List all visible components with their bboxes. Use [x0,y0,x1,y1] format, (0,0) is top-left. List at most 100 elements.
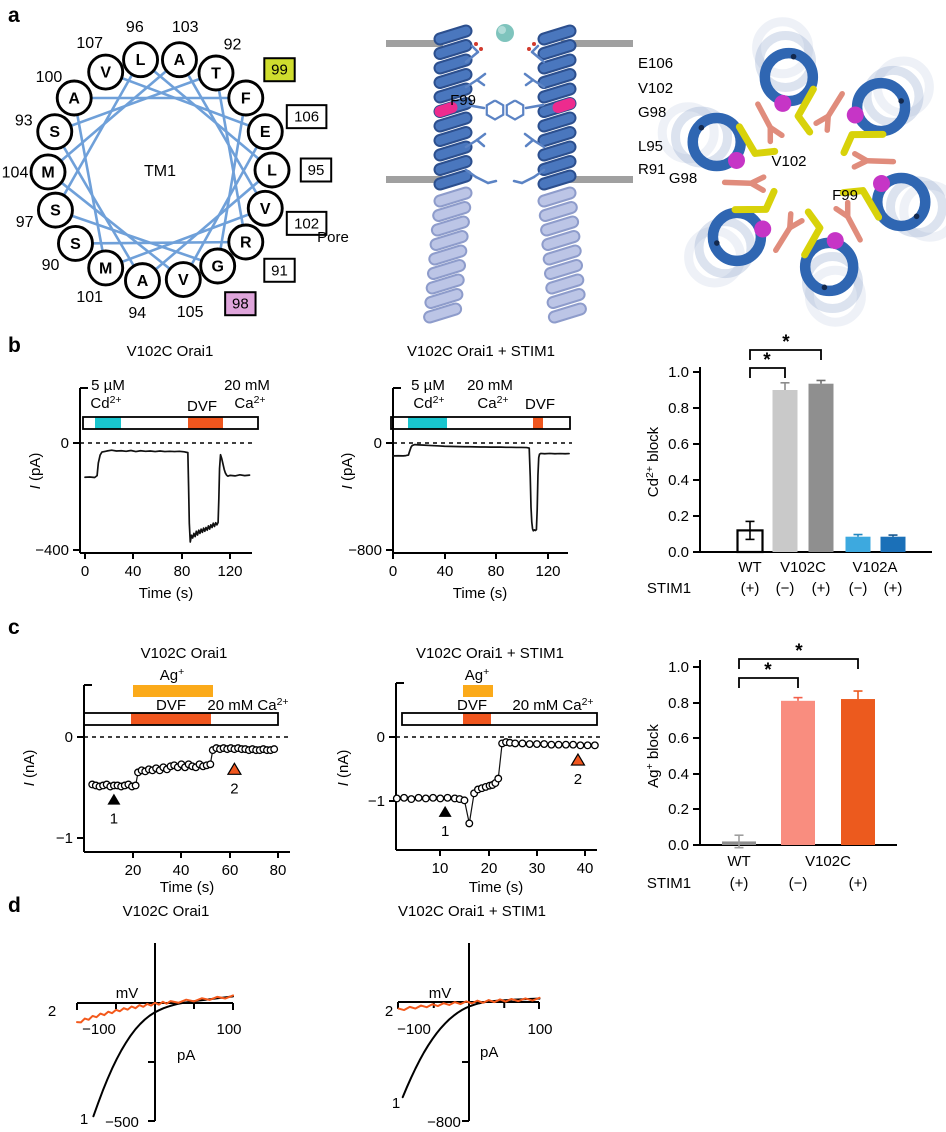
svg-text:I (nA): I (nA) [21,750,38,787]
svg-text:−500: −500 [105,1114,139,1131]
svg-text:*: * [764,660,772,681]
svg-text:20: 20 [481,860,498,877]
svg-text:0.8: 0.8 [668,695,689,712]
svg-text:mV: mV [429,985,452,1002]
svg-text:V: V [178,272,189,289]
svg-text:Ag+: Ag+ [160,666,185,684]
svg-text:L: L [136,52,146,69]
svg-text:mV: mV [116,985,139,1002]
svg-text:T: T [211,66,221,83]
svg-text:100: 100 [527,1021,552,1038]
svg-text:pA: pA [177,1047,195,1064]
svg-text:STIM1: STIM1 [647,875,691,892]
svg-text:R: R [240,234,252,251]
svg-text:pA: pA [480,1044,498,1061]
svg-text:102: 102 [294,215,319,232]
svg-text:97: 97 [16,214,34,231]
svg-text:WT: WT [727,853,750,870]
svg-text:2: 2 [385,1003,393,1020]
svg-text:E106: E106 [638,55,673,72]
svg-text:WT: WT [738,559,761,576]
svg-text:96: 96 [126,19,144,36]
svg-text:*: * [795,641,803,662]
svg-text:Cd2+: Cd2+ [90,394,121,412]
svg-text:0.6: 0.6 [668,436,689,453]
svg-text:A: A [137,273,149,290]
svg-text:Ag+ block: Ag+ block [644,724,662,788]
svg-text:0.2: 0.2 [668,508,689,525]
svg-text:98: 98 [232,296,249,313]
svg-text:101: 101 [76,289,103,306]
svg-text:*: * [782,332,790,353]
svg-text:107: 107 [76,35,103,52]
svg-text:G: G [211,259,223,276]
svg-text:(+): (+) [884,580,903,597]
svg-text:(−): (−) [776,580,795,597]
svg-text:DVF: DVF [156,697,186,714]
panel-b-label: b [8,334,21,357]
svg-text:L95: L95 [638,138,663,155]
svg-text:Time (s): Time (s) [139,585,193,602]
panel-d-label: d [8,894,21,917]
svg-text:Ca2+: Ca2+ [477,394,508,412]
svg-text:1.0: 1.0 [668,364,689,381]
svg-text:V102C Orai1 + STIM1: V102C Orai1 + STIM1 [398,903,546,920]
svg-text:120: 120 [535,563,560,580]
svg-text:M: M [41,164,54,181]
svg-text:0.8: 0.8 [668,400,689,417]
svg-text:Cd2+: Cd2+ [413,394,444,412]
svg-text:95: 95 [308,162,325,179]
svg-text:0.6: 0.6 [668,730,689,747]
svg-text:2: 2 [574,771,582,788]
svg-text:40: 40 [437,563,454,580]
svg-text:94: 94 [128,305,146,322]
svg-text:92: 92 [224,36,242,53]
svg-text:2: 2 [48,1003,56,1020]
svg-text:30: 30 [529,860,546,877]
svg-text:80: 80 [270,862,287,879]
svg-text:103: 103 [172,19,199,36]
svg-text:20 mM Ca2+: 20 mM Ca2+ [512,696,593,714]
svg-text:80: 80 [488,563,505,580]
svg-text:2: 2 [230,780,238,797]
svg-text:V102C Orai1: V102C Orai1 [123,903,210,920]
panel-a-label: a [8,4,20,27]
svg-text:Time (s): Time (s) [453,585,507,602]
svg-text:−100: −100 [82,1021,116,1038]
svg-text:Ag+: Ag+ [465,666,490,684]
svg-text:40: 40 [125,563,142,580]
svg-text:V102A: V102A [852,559,897,576]
svg-text:I (pA): I (pA) [27,453,44,490]
svg-text:1: 1 [110,811,118,828]
svg-text:V102: V102 [638,80,673,97]
svg-text:M: M [99,260,112,277]
svg-text:I (nA): I (nA) [335,750,352,787]
svg-text:−800: −800 [348,542,382,559]
svg-text:0.4: 0.4 [668,472,689,489]
svg-text:91: 91 [271,262,288,279]
svg-text:99: 99 [271,62,288,79]
svg-text:0: 0 [81,563,89,580]
svg-text:(−): (−) [789,875,808,892]
svg-text:5 µM: 5 µM [411,377,445,394]
svg-text:20 mM: 20 mM [224,377,270,394]
svg-text:Time (s): Time (s) [469,879,523,896]
svg-text:0.0: 0.0 [668,544,689,561]
svg-text:60: 60 [222,862,239,879]
svg-text:L: L [267,163,277,180]
svg-text:V102C Orai1 + STIM1: V102C Orai1 + STIM1 [407,343,555,360]
svg-text:V: V [260,201,271,218]
svg-text:(+): (+) [849,875,868,892]
svg-text:Time (s): Time (s) [160,879,214,896]
svg-text:STIM1: STIM1 [647,580,691,597]
svg-text:V: V [100,65,111,82]
svg-text:G98: G98 [638,104,666,121]
svg-text:V102C Orai1 + STIM1: V102C Orai1 + STIM1 [416,645,564,662]
